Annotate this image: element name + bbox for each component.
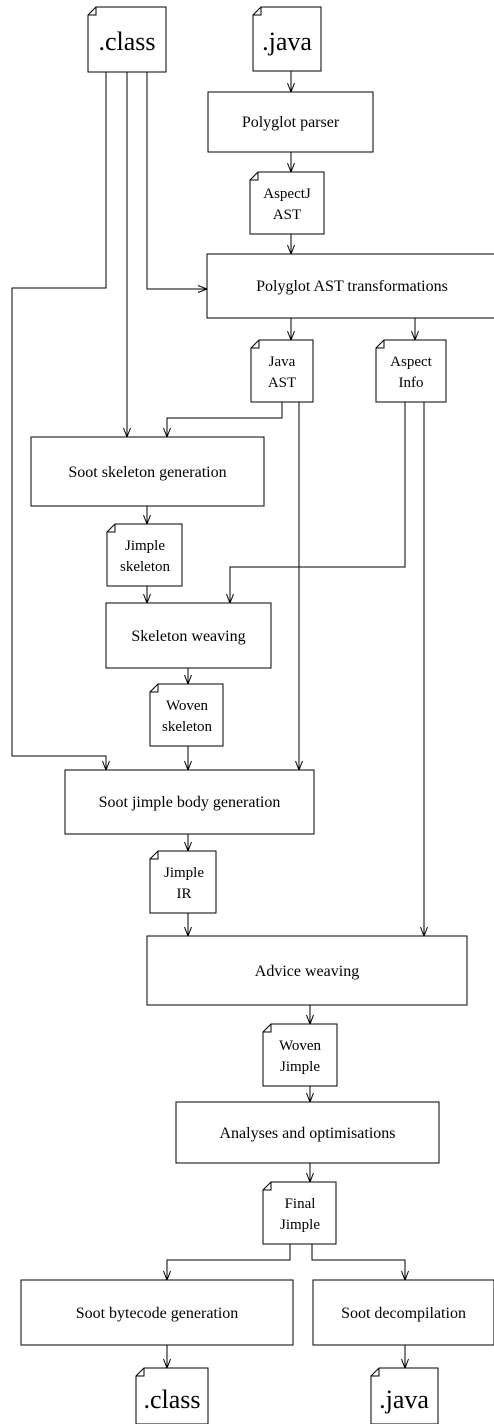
process-advice-weaving-label: Advice weaving — [255, 963, 359, 980]
process-polyglot-ast-transformations: Polyglot AST transformations — [206, 253, 494, 319]
process-soot-bytecode-generation: Soot bytecode generation — [20, 1279, 294, 1346]
doc-input-java-label: .java — [262, 27, 312, 56]
edge-class-to-body-gen — [11, 72, 107, 770]
doc-java-ast-line1: Java — [269, 354, 296, 370]
process-analyses-and-optimisations-label: Analyses and optimisations — [220, 1125, 396, 1142]
doc-output-class-label: .class — [143, 1385, 200, 1414]
doc-woven-jimple-line2: Jimple — [280, 1059, 320, 1075]
doc-final-jimple: Final Jimple — [262, 1181, 337, 1245]
edge-final-jimple-to-decompilation — [311, 1244, 406, 1280]
doc-jimple-skeleton: Jimple skeleton — [106, 523, 183, 587]
edge-java-ast-to-skeleton-gen — [166, 402, 283, 437]
process-skeleton-weaving: Skeleton weaving — [105, 602, 272, 669]
process-advice-weaving: Advice weaving — [146, 935, 468, 1006]
edge-aspect-info-to-weaving — [229, 402, 406, 603]
process-soot-decompilation: Soot decompilation — [312, 1279, 494, 1346]
process-soot-skeleton-generation: Soot skeleton generation — [30, 436, 265, 507]
doc-final-jimple-line2: Jimple — [280, 1217, 320, 1233]
doc-input-java: .java — [252, 6, 322, 72]
doc-jimple-ir-line2: IR — [177, 886, 192, 902]
process-polyglot-ast-transformations-label: Polyglot AST transformations — [256, 278, 448, 295]
process-soot-bytecode-generation-label: Soot bytecode generation — [76, 1305, 239, 1322]
doc-woven-jimple: Woven Jimple — [262, 1023, 338, 1087]
doc-woven-skeleton-line1: Woven — [166, 698, 209, 714]
doc-aspect-info-line2: Info — [399, 375, 424, 391]
doc-woven-skeleton-line2: skeleton — [162, 719, 212, 735]
doc-jimple-skeleton-line1: Jimple — [125, 538, 165, 554]
process-soot-skeleton-generation-label: Soot skeleton generation — [68, 464, 226, 481]
doc-java-ast: Java AST — [250, 339, 314, 403]
process-soot-jimple-body-generation: Soot jimple body generation — [64, 769, 315, 835]
process-analyses-and-optimisations: Analyses and optimisations — [175, 1101, 440, 1164]
doc-output-java-label: .java — [379, 1385, 429, 1414]
doc-aspectj-ast-line2: AST — [273, 207, 301, 223]
doc-jimple-ir: Jimple IR — [149, 850, 217, 914]
doc-final-jimple-line1: Final — [285, 1196, 316, 1212]
doc-aspect-info: Aspect Info — [375, 339, 447, 403]
doc-java-ast-line2: AST — [268, 375, 296, 391]
doc-output-java: .java — [370, 1367, 439, 1424]
doc-woven-skeleton: Woven skeleton — [149, 683, 224, 747]
edge-final-jimple-to-bytecode-gen — [166, 1244, 291, 1280]
process-polyglot-parser: Polyglot parser — [207, 91, 374, 153]
doc-jimple-ir-line1: Jimple — [164, 865, 204, 881]
doc-jimple-skeleton-line2: skeleton — [120, 559, 170, 575]
process-skeleton-weaving-label: Skeleton weaving — [131, 628, 245, 645]
doc-input-class-label: .class — [98, 27, 155, 56]
doc-output-class: .class — [135, 1367, 209, 1424]
doc-aspectj-ast-line1: AspectJ — [263, 186, 311, 202]
doc-input-class: .class — [87, 6, 167, 73]
process-polyglot-parser-label: Polyglot parser — [242, 114, 340, 131]
doc-aspectj-ast: AspectJ AST — [249, 171, 325, 235]
doc-aspect-info-line1: Aspect — [390, 354, 432, 370]
process-soot-decompilation-label: Soot decompilation — [341, 1305, 466, 1322]
process-soot-jimple-body-generation-label: Soot jimple body generation — [99, 794, 281, 811]
edge-class-to-transform — [146, 72, 207, 290]
doc-woven-jimple-line1: Woven — [279, 1038, 322, 1054]
connectors — [11, 71, 428, 1369]
